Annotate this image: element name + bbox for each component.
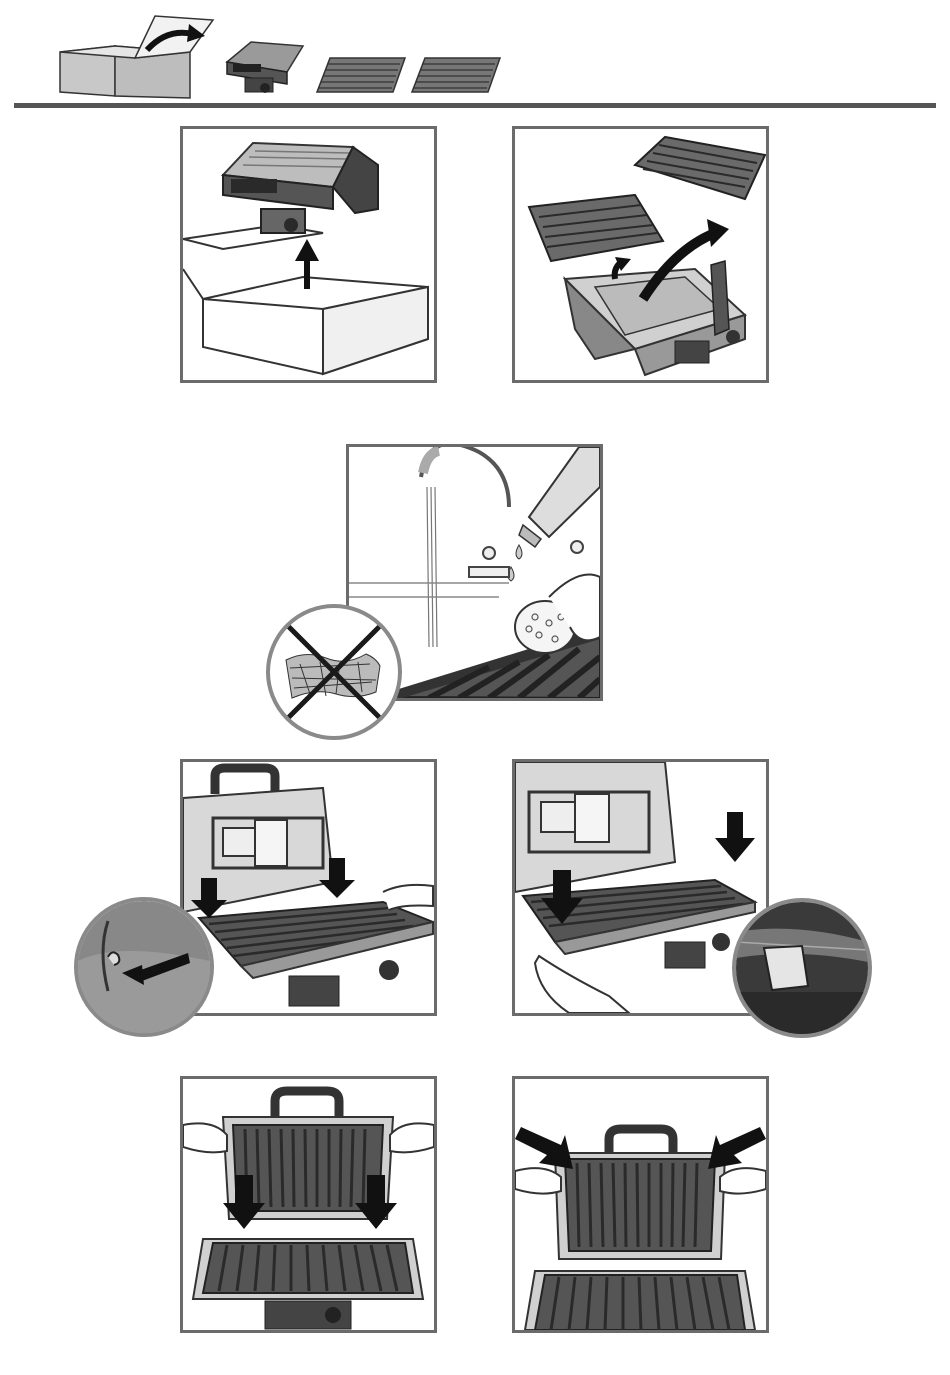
header-divider [14, 103, 936, 108]
figure-lock-lower-plate [512, 759, 769, 1016]
remove-plates-icon [515, 129, 766, 380]
figure-unpack [180, 126, 437, 383]
grill-icon [227, 42, 303, 93]
figure-insert-upper-plate [180, 1076, 437, 1333]
insert-plate-icon [183, 762, 434, 1013]
warning-circle [266, 604, 402, 740]
upper-plate-icon [183, 1079, 434, 1330]
figure-lock-upper-plate [512, 1076, 769, 1333]
no-scouring-pad-icon [270, 608, 398, 736]
lock-upper-plate-icon [515, 1079, 766, 1330]
figure-remove-plates [512, 126, 769, 383]
figure-insert-lower-plate [180, 759, 437, 1016]
clip-detail-circle [74, 897, 214, 1037]
header-pictograms [55, 12, 505, 100]
latch-detail-circle [732, 898, 872, 1038]
unbox-grill-icon [183, 129, 434, 380]
plate-icon [317, 58, 405, 92]
plate-icon [412, 58, 500, 92]
box-opening-icon [60, 16, 213, 98]
clip-detail-icon [78, 901, 210, 1033]
press-plate-icon [515, 762, 766, 1013]
latch-detail-icon [736, 902, 868, 1034]
